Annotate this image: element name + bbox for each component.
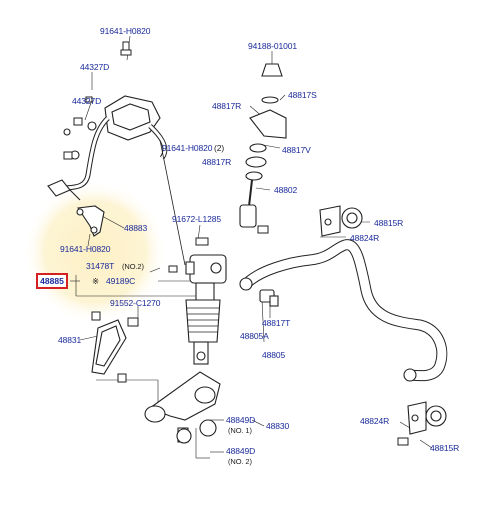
part-48817r-upper[interactable]: 48817R [212, 101, 242, 111]
part-48824r-upper[interactable]: 48824R [350, 233, 380, 243]
part-48805a[interactable]: 48805A [240, 331, 269, 341]
part-91552-c1270[interactable]: 91552-C1270 [110, 298, 161, 308]
small-bolts [63, 96, 409, 446]
upper-bracket [47, 95, 168, 201]
part-48883[interactable]: 48883 [124, 223, 148, 233]
part-48817t[interactable]: 48817T [262, 318, 291, 328]
part-48817v[interactable]: 48817V [282, 145, 311, 155]
part-48817r-middle[interactable]: 48817R [202, 157, 232, 167]
part-91641-h0820-mid-qty: (2) [214, 143, 225, 153]
part-48849d-no1[interactable]: 48849D [226, 415, 256, 425]
highlighted-part-48885[interactable]: 48885 [36, 273, 68, 289]
guide-line [159, 139, 186, 266]
part-44327d-upper[interactable]: 44327D [80, 62, 110, 72]
part-48817s[interactable]: 48817S [288, 90, 317, 100]
part-48824r-lower[interactable]: 48824R [360, 416, 390, 426]
part-48830[interactable]: 48830 [266, 421, 290, 431]
bracket-48815r-bottom [407, 401, 447, 435]
part-48849d-no2-note: (NO. 2) [228, 457, 252, 466]
part-48831[interactable]: 48831 [58, 335, 82, 345]
part-48849d-no2[interactable]: 48849D [226, 446, 256, 456]
lower-arm [144, 371, 221, 444]
part-91672-l1285[interactable]: 91672-L1285 [172, 214, 222, 224]
part-48805[interactable]: 48805 [262, 350, 286, 360]
part-49189c-mark: ※ [92, 276, 100, 286]
top-bolt [120, 41, 132, 56]
part-48815r-lower[interactable]: 48815R [430, 443, 460, 453]
part-44327d-lower[interactable]: 44327D [72, 96, 102, 106]
part-91641-h0820-left[interactable]: 91641-H0820 [60, 244, 111, 254]
link-48883 [76, 205, 105, 237]
part-48802[interactable]: 48802 [274, 185, 298, 195]
stabilizer-bar [239, 239, 448, 382]
stabilizer-link [239, 63, 287, 228]
part-49189c[interactable]: 49189C [106, 276, 136, 286]
part-48815r-upper[interactable]: 48815R [374, 218, 404, 228]
part-91641-h0820-mid[interactable]: 91641-H0820 [162, 143, 213, 153]
part-31478t-note: (NO.2) [122, 262, 144, 271]
bracket-48815r-top [319, 205, 363, 237]
part-94188-01001[interactable]: 94188-01001 [248, 41, 298, 51]
shock-absorber [185, 254, 227, 365]
part-48849d-no1-note: (NO. 1) [228, 426, 252, 435]
part-91641-h0820-top[interactable]: 91641-H0820 [100, 26, 151, 36]
bushing-48817t [259, 289, 279, 307]
part-31478t[interactable]: 31478T [86, 261, 115, 271]
bracket-48831 [91, 319, 127, 375]
